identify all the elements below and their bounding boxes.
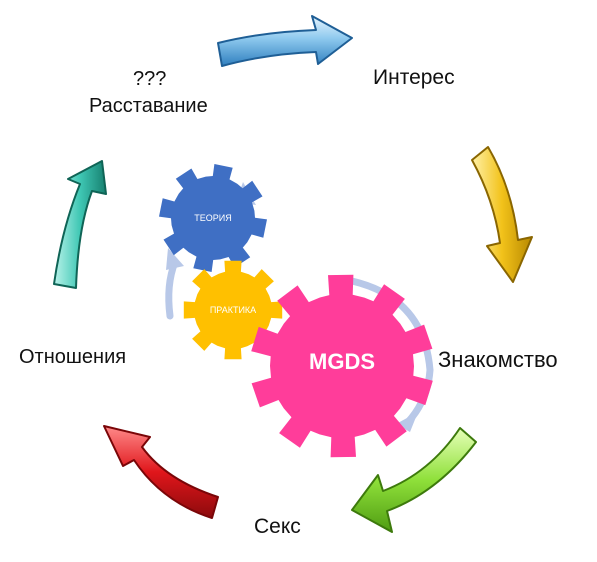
teal-arrow — [53, 160, 107, 289]
gear-pink-shape — [251, 274, 433, 458]
stage-breakup-question: ??? — [133, 68, 167, 90]
blue-arrow — [217, 15, 353, 67]
stage-interest-label: Интерес — [373, 66, 455, 89]
stage-breakup-label: Расставание — [89, 95, 208, 117]
gear-theory — [159, 164, 267, 272]
gear-blue-shape — [159, 164, 267, 272]
stage-acquaintance-label: Знакомство — [438, 347, 558, 372]
yellow-arrow — [471, 146, 533, 283]
green-arrow — [351, 427, 477, 533]
gear-mgds-label: MGDS — [309, 349, 375, 374]
cycle-arc-left — [165, 258, 179, 320]
gear-practice-label: ПРАКТИКА — [210, 305, 256, 315]
stage-relations-label: Отношения — [19, 346, 127, 368]
stage-sex-label: Секс — [254, 515, 301, 538]
gear-theory-label: ТЕОРИЯ — [194, 213, 231, 223]
gear-mgds — [251, 274, 433, 458]
red-arrow — [103, 425, 219, 519]
cycle-arc-left-head — [166, 248, 184, 270]
